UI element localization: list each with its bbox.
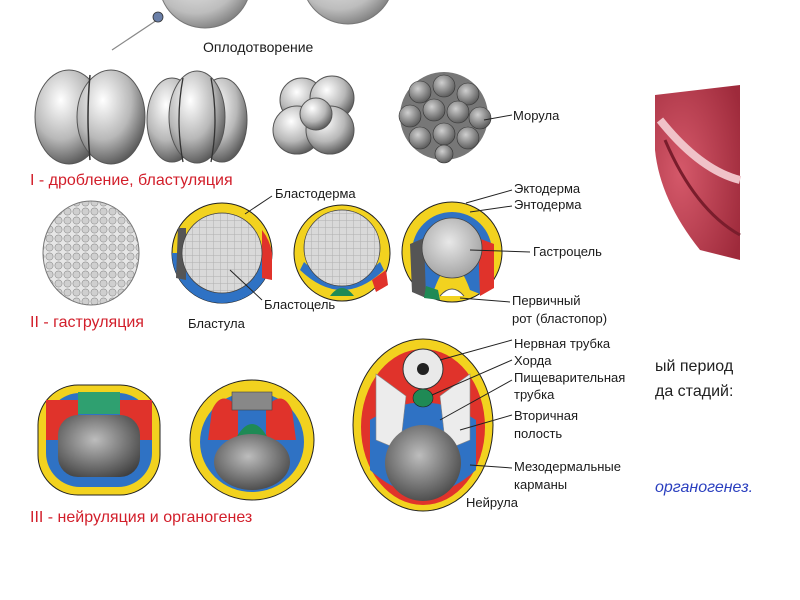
background-text-line1: ый период <box>655 358 733 376</box>
ectoderm-pointer <box>466 190 512 203</box>
blastula-section <box>172 203 272 303</box>
background-text-organogenesis: органогенез. <box>655 479 753 497</box>
stage-3-title: III - нейруляция и органогенез <box>30 509 252 527</box>
secondary-cavity-label-line1: Вторичная <box>514 408 578 423</box>
blastula-label: Бластула <box>188 316 245 331</box>
fertilization-egg-right <box>302 0 394 24</box>
neurula-stage-1 <box>38 385 160 495</box>
morula-label: Морула <box>513 108 559 123</box>
blastoderm-label: Бластодерма <box>275 186 356 201</box>
gastrocoel-label: Гастроцель <box>533 244 602 259</box>
stage-2-title: II - гаструляция <box>30 314 144 332</box>
primary-mouth-label-line2: рот (бластопор) <box>512 311 607 326</box>
cleavage-2-cell <box>35 70 145 164</box>
primary-mouth-label-line1: Первичный <box>512 293 581 308</box>
cleavage-4-cell <box>147 71 247 163</box>
entoderm-label: Энтодерма <box>514 197 582 212</box>
secondary-cavity-label-line2: полость <box>514 426 562 441</box>
ectoderm-label: Эктодерма <box>514 181 580 196</box>
fertilization-label: Оплодотворение <box>203 40 313 55</box>
blastula-surface-drawing <box>43 201 139 305</box>
neurula-stage-3 <box>353 339 493 511</box>
uterus-illustration <box>655 85 740 260</box>
neurula-stage-2 <box>190 380 314 500</box>
early-gastrula-section <box>294 205 390 301</box>
digestive-tube-label-line2: трубка <box>514 387 554 402</box>
late-gastrula-section <box>402 202 502 302</box>
blastocoel-label: Бластоцель <box>264 297 335 312</box>
background-text-line2: да стадий: <box>655 383 733 401</box>
cleavage-8-cell <box>273 76 354 154</box>
mesoderm-pockets-label-line1: Мезодермальные <box>514 459 621 474</box>
blastoderm-pointer <box>245 196 272 214</box>
neurula-label: Нейрула <box>466 495 518 510</box>
digestive-tube-label-line1: Пищеварительная <box>514 370 625 385</box>
morula-drawing <box>399 72 491 163</box>
neural-tube-label: Нервная трубка <box>514 336 610 351</box>
mesoderm-pockets-label-line2: карманы <box>514 477 567 492</box>
stage-1-title: I - дробление, бластуляция <box>30 172 233 190</box>
chord-label: Хорда <box>514 353 552 368</box>
